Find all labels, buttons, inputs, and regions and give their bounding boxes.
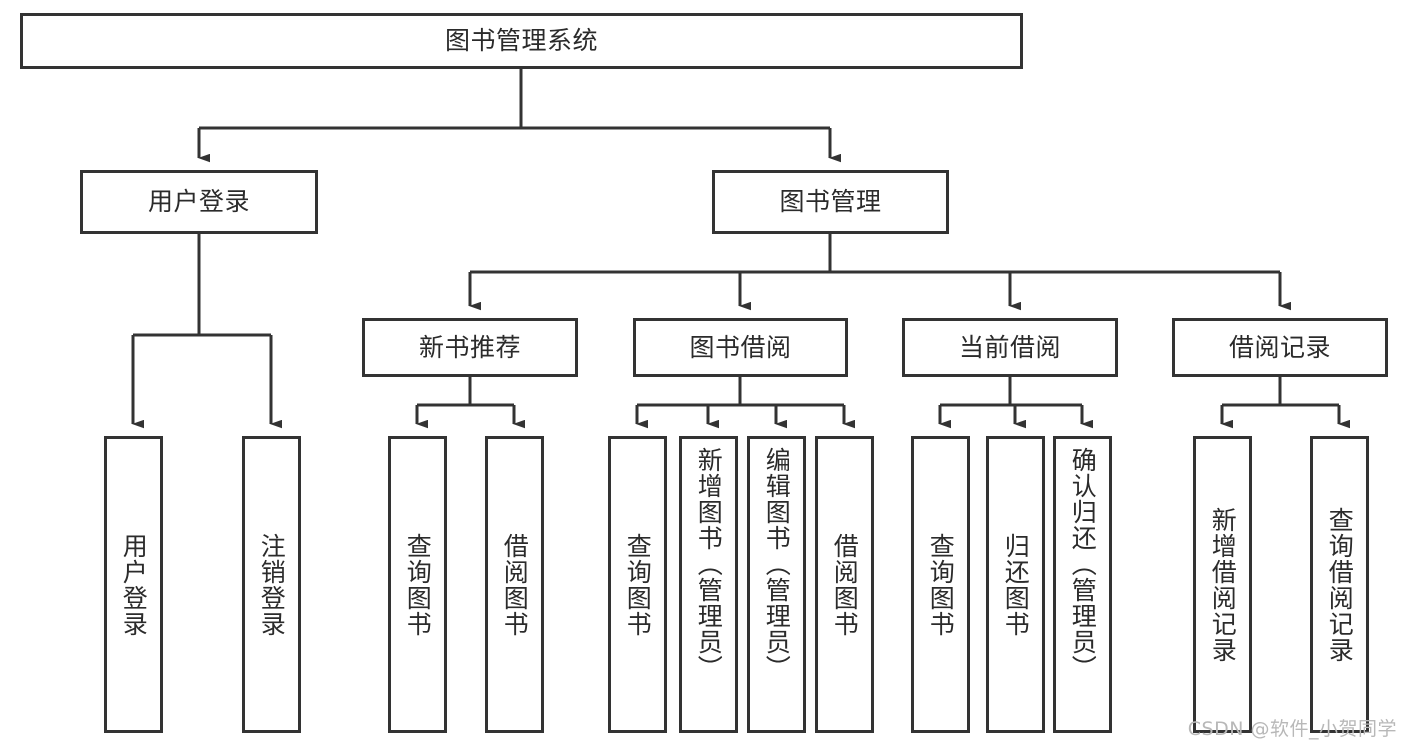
- node-new-book-rec[interactable]: 新书推荐: [362, 318, 578, 377]
- node-current-borrow-label: 当前借阅: [958, 332, 1061, 362]
- node-root[interactable]: 图书管理系统: [20, 13, 1023, 69]
- node-leaf-borrow-book-1[interactable]: 借阅图书: [485, 436, 544, 733]
- node-root-label: 图书管理系统: [444, 26, 598, 55]
- node-leaf-query-record-label: 查询借阅记录: [1325, 506, 1355, 663]
- node-leaf-borrow-book-2[interactable]: 借阅图书: [815, 436, 874, 733]
- node-book-manage-label: 图书管理: [779, 187, 882, 216]
- node-leaf-edit-book-label: 编辑图书（管理员）: [762, 447, 792, 681]
- node-leaf-add-record-label: 新增借阅记录: [1208, 506, 1238, 663]
- node-leaf-user-logout-label: 注销登录: [257, 532, 287, 637]
- node-book-borrow-label: 图书借阅: [689, 332, 792, 362]
- node-borrow-record-label: 借阅记录: [1228, 332, 1331, 362]
- node-leaf-user-logout[interactable]: 注销登录: [242, 436, 301, 733]
- node-leaf-return-book-label: 归还图书: [1001, 532, 1031, 637]
- node-new-book-rec-label: 新书推荐: [418, 332, 521, 362]
- node-borrow-record[interactable]: 借阅记录: [1172, 318, 1388, 377]
- node-book-manage[interactable]: 图书管理: [712, 170, 949, 234]
- node-leaf-add-record[interactable]: 新增借阅记录: [1193, 436, 1252, 733]
- node-leaf-borrow-book-2-label: 借阅图书: [830, 532, 860, 637]
- node-leaf-borrow-book-1-label: 借阅图书: [500, 532, 530, 637]
- node-leaf-user-login-label: 用户登录: [119, 532, 149, 637]
- node-leaf-query-book-3[interactable]: 查询图书: [911, 436, 970, 733]
- node-leaf-query-book-2[interactable]: 查询图书: [608, 436, 667, 733]
- node-leaf-user-login[interactable]: 用户登录: [104, 436, 163, 733]
- node-user-login[interactable]: 用户登录: [80, 170, 318, 234]
- node-leaf-confirm-return[interactable]: 确认归还（管理员）: [1053, 436, 1112, 733]
- node-leaf-query-book-2-label: 查询图书: [623, 532, 653, 637]
- node-leaf-add-book[interactable]: 新增图书（管理员）: [679, 436, 738, 733]
- node-leaf-query-record[interactable]: 查询借阅记录: [1310, 436, 1369, 733]
- node-leaf-edit-book[interactable]: 编辑图书（管理员）: [747, 436, 806, 733]
- node-current-borrow[interactable]: 当前借阅: [902, 318, 1118, 377]
- node-leaf-query-book-3-label: 查询图书: [926, 532, 956, 637]
- node-book-borrow[interactable]: 图书借阅: [633, 318, 848, 377]
- node-leaf-query-book-1[interactable]: 查询图书: [388, 436, 447, 733]
- watermark-text: CSDN @软件_小贺同学: [1187, 718, 1397, 740]
- node-user-login-label: 用户登录: [147, 187, 250, 216]
- node-leaf-query-book-1-label: 查询图书: [403, 532, 433, 637]
- node-leaf-add-book-label: 新增图书（管理员）: [694, 447, 724, 681]
- node-leaf-confirm-return-label: 确认归还（管理员）: [1068, 447, 1098, 681]
- node-leaf-return-book[interactable]: 归还图书: [986, 436, 1045, 733]
